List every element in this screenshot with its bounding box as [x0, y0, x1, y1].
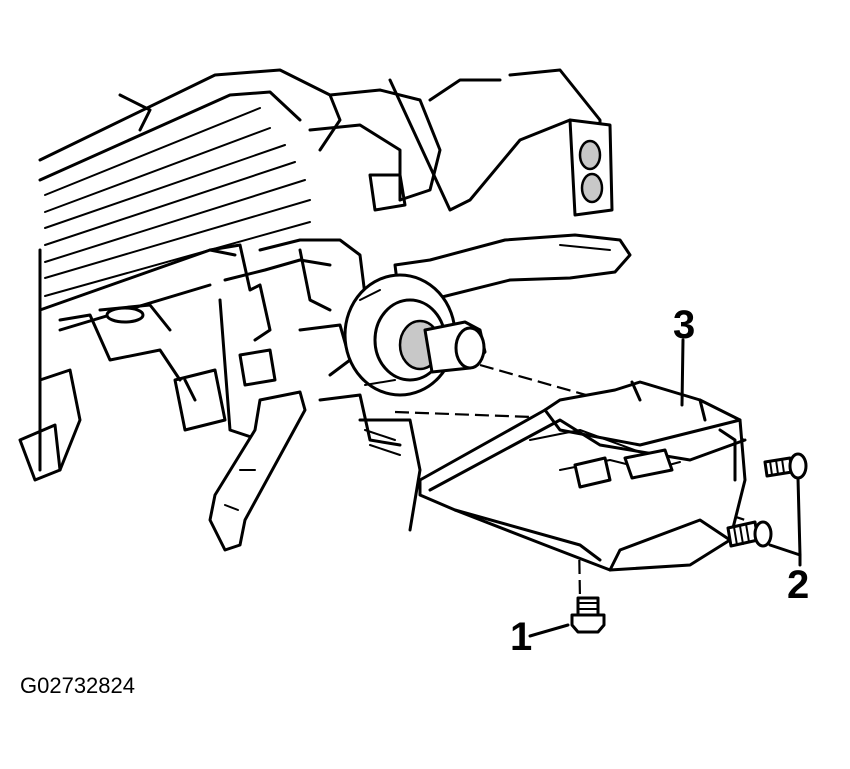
tilt-lever: [208, 390, 307, 552]
screw-upper: [763, 452, 808, 480]
callout-3: 3: [673, 303, 695, 347]
callout-1: 1: [510, 615, 532, 659]
screw-lower: [726, 520, 773, 548]
instrument-panel-structure: [18, 68, 614, 482]
leader-lines: [528, 338, 802, 638]
lower-bolt: [570, 596, 606, 634]
callout-2: 2: [787, 563, 809, 607]
column-hub: [343, 273, 487, 397]
lower-column-cover: [418, 380, 747, 572]
figure-id: G02732824: [20, 673, 135, 698]
